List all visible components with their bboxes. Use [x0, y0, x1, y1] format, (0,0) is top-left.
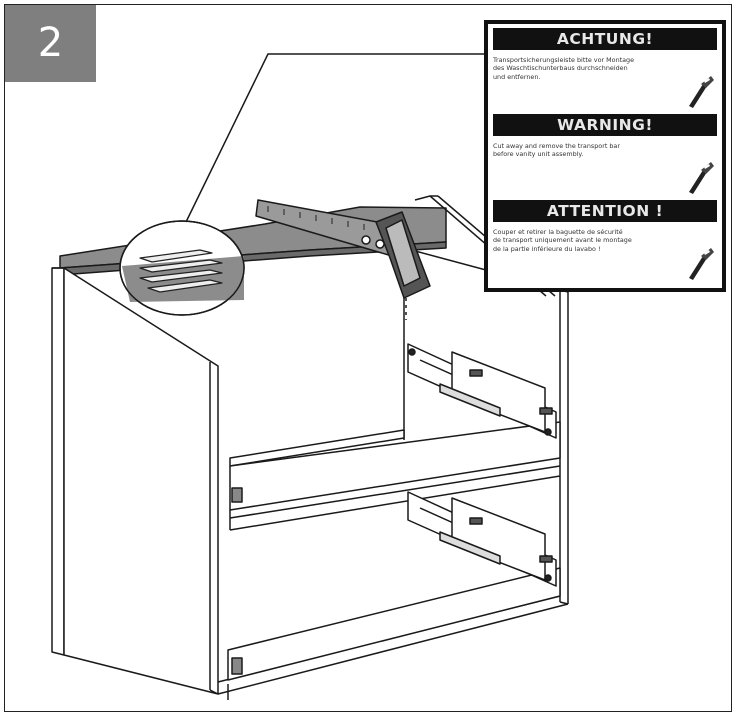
warning-text: Cut away and remove the transport bar be…	[493, 142, 620, 159]
cabinet-middle-rail	[229, 421, 561, 531]
drawer-slide-upper	[407, 343, 557, 439]
warning-callout: ACHTUNG! Transportsicherungsleiste bitte…	[484, 20, 726, 292]
warning-heading: WARNING!	[493, 114, 717, 136]
warning-section-english: WARNING! Cut away and remove the transpo…	[493, 114, 717, 200]
saw-icon	[689, 248, 714, 280]
saw-icon	[689, 76, 714, 108]
zoom-detail-circle	[119, 220, 245, 316]
saw-illustration	[255, 199, 431, 320]
step-number-badge: 2	[5, 5, 96, 82]
warning-text: Transportsicherungsleiste bitte vor Mont…	[493, 56, 635, 81]
warning-heading: ATTENTION !	[493, 200, 717, 222]
leader-line	[185, 53, 484, 223]
warning-heading: ACHTUNG!	[493, 28, 717, 50]
saw-icon	[689, 162, 714, 194]
warning-section-french: ATTENTION ! Couper et retirer la baguett…	[493, 200, 717, 286]
warning-section-german: ACHTUNG! Transportsicherungsleiste bitte…	[493, 28, 717, 114]
warning-text: Couper et retirer la baguette de sécurit…	[493, 228, 632, 253]
drawer-slide-lower	[407, 491, 557, 587]
cabinet-left-panel	[51, 267, 219, 695]
connector-fittings	[231, 487, 243, 675]
cabinet-bottom-panel	[217, 567, 569, 700]
